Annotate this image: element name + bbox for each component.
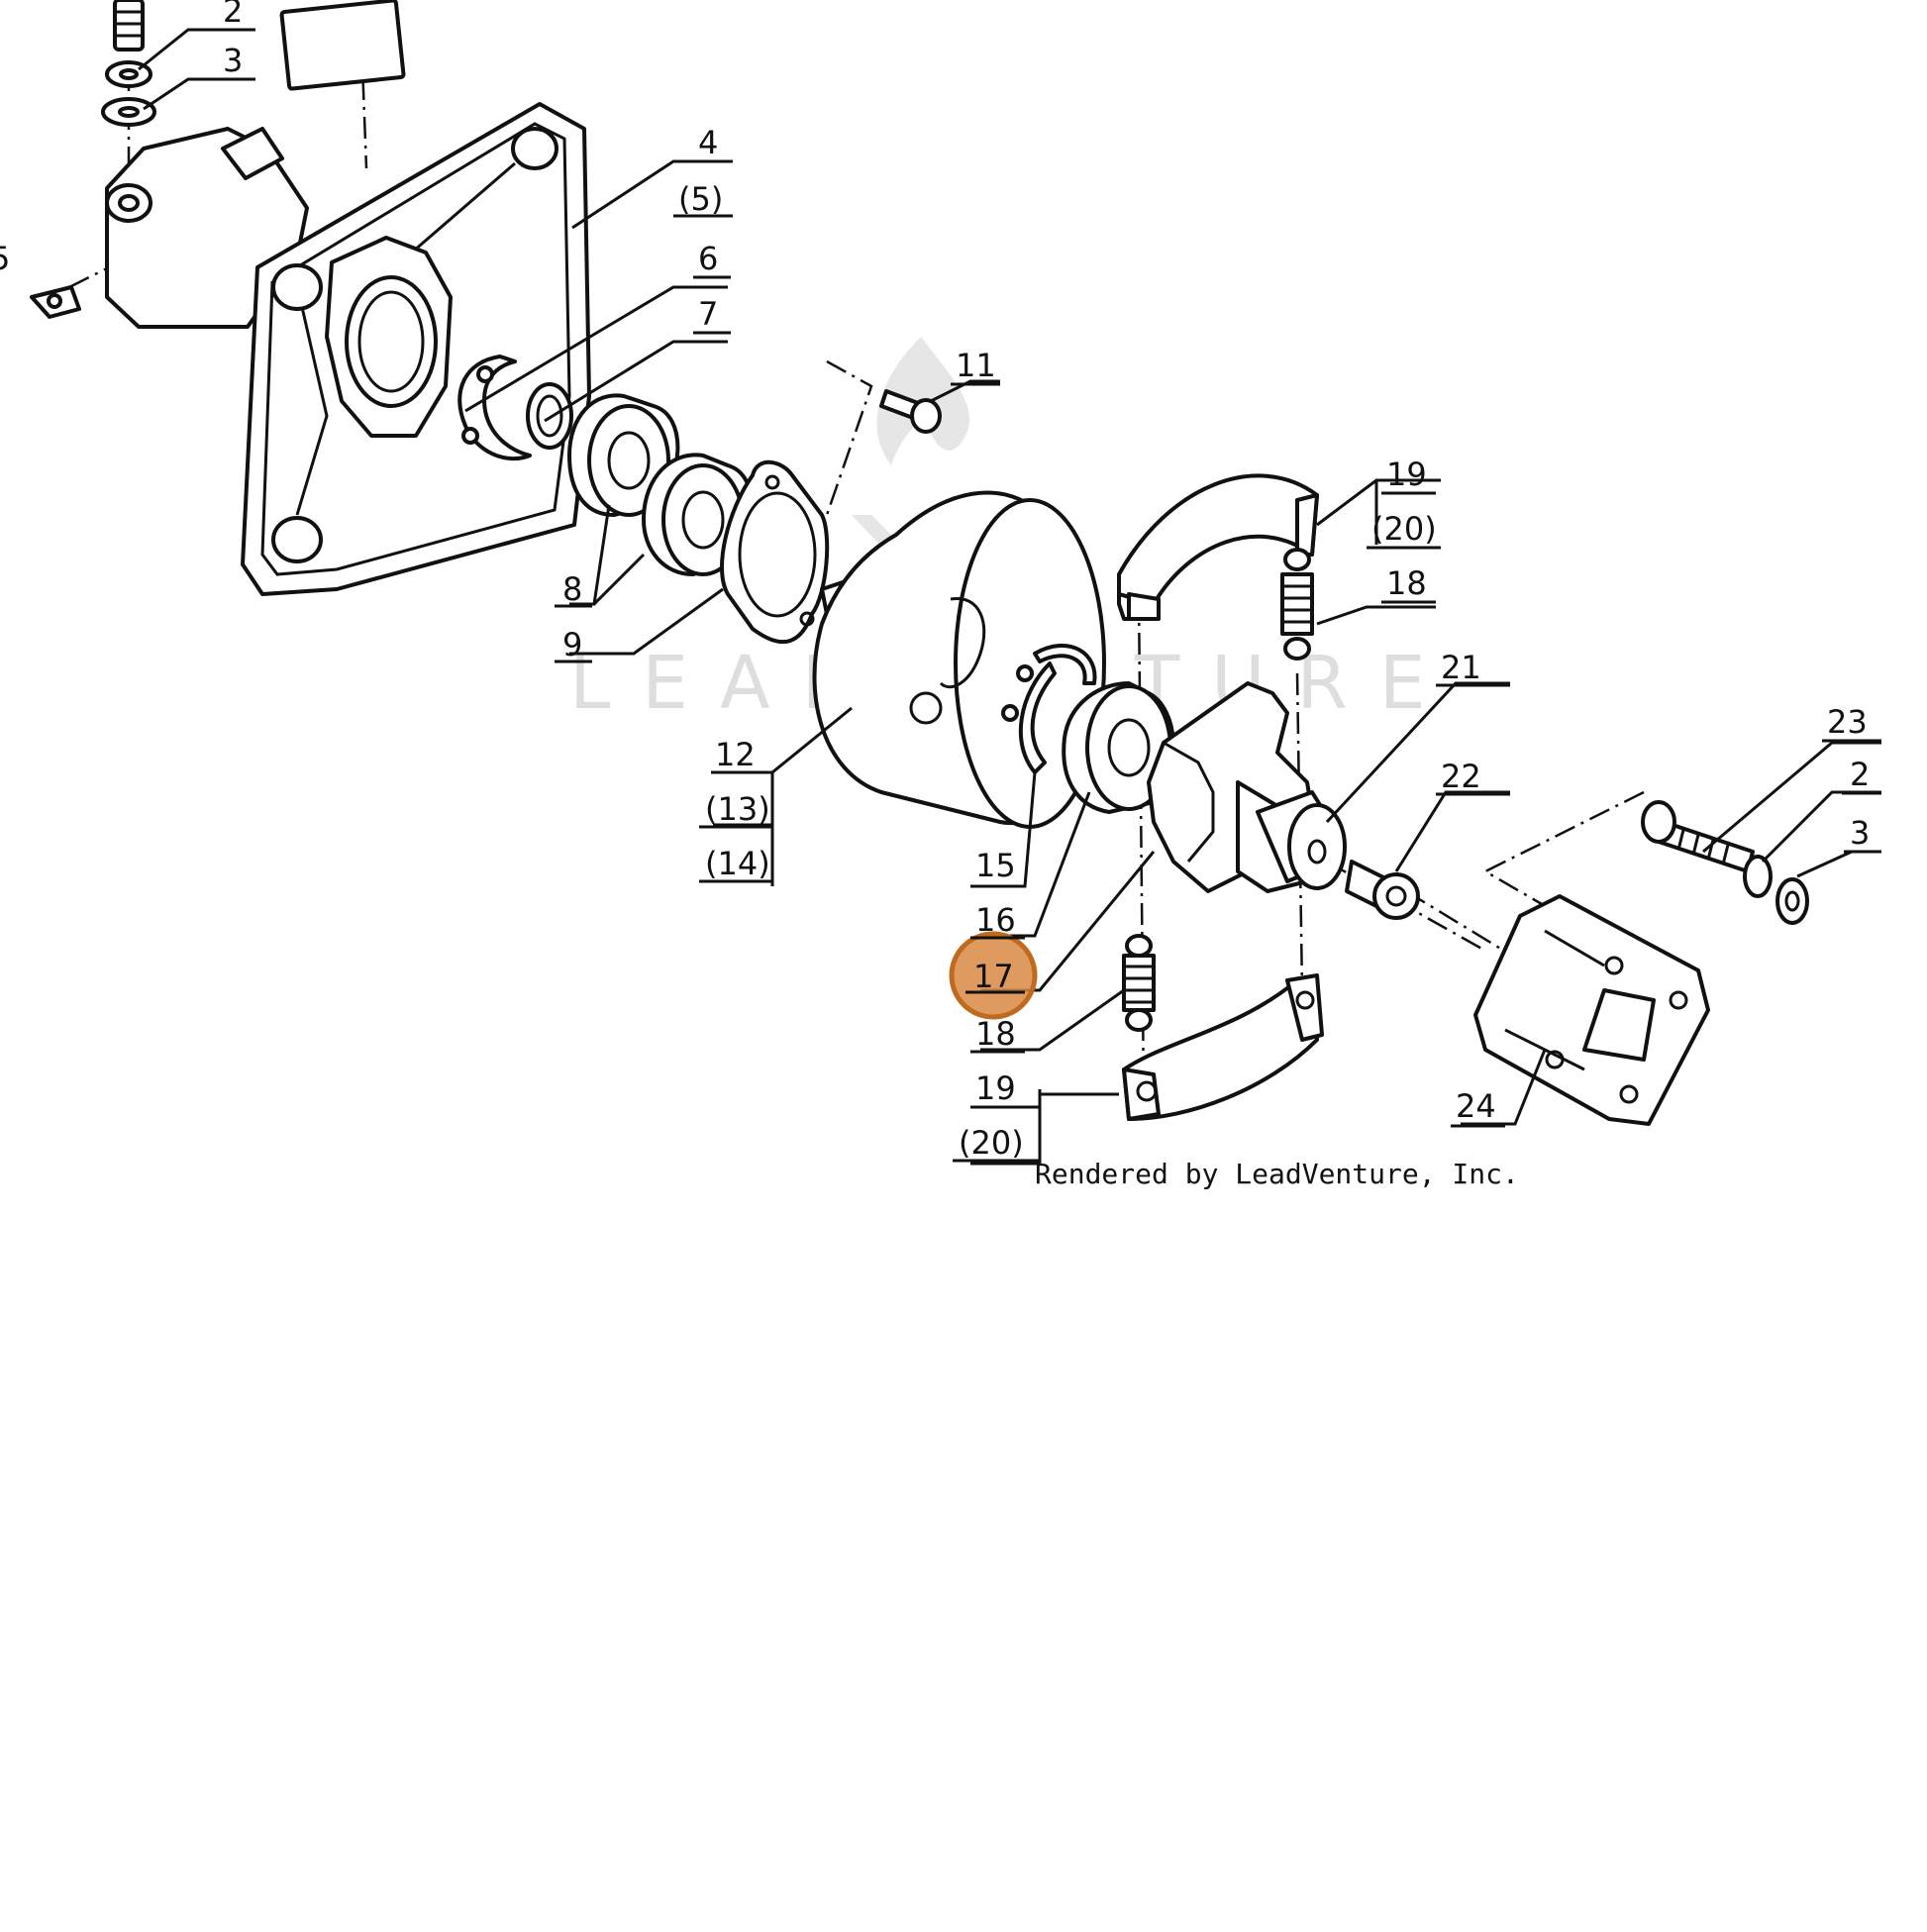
callout-21[interactable]: 21 bbox=[1441, 649, 1481, 686]
spring-18-lower bbox=[1122, 934, 1156, 1032]
callout-13[interactable]: (13) bbox=[705, 790, 770, 828]
shaft-21 bbox=[1256, 790, 1347, 890]
screw-11 bbox=[879, 389, 942, 434]
callout-2b[interactable]: 2 bbox=[1850, 756, 1870, 793]
callout-11[interactable]: 11 bbox=[956, 347, 996, 384]
gasket-9 bbox=[720, 459, 830, 645]
callout-20-lower[interactable]: (20) bbox=[959, 1124, 1024, 1162]
spring-washer-2-right bbox=[1743, 855, 1773, 898]
clutch-shoe-lower bbox=[1122, 973, 1324, 1121]
callout-16[interactable]: 16 bbox=[975, 901, 1016, 939]
callout-18-lower[interactable]: 18 bbox=[975, 1015, 1016, 1053]
washer-3-right bbox=[1775, 877, 1809, 925]
callout-6[interactable]: 6 bbox=[698, 240, 718, 277]
screw-22 bbox=[1345, 860, 1420, 920]
label-plate bbox=[279, 0, 406, 91]
callout-9[interactable]: 9 bbox=[562, 626, 582, 663]
callout-17[interactable]: 17 bbox=[973, 958, 1014, 995]
callout-8[interactable]: 8 bbox=[562, 570, 582, 608]
highlight-marker-17[interactable] bbox=[949, 931, 1038, 1020]
callout-14[interactable]: (14) bbox=[705, 845, 770, 882]
spring-18-upper bbox=[1280, 548, 1314, 661]
clutch-drum-12 bbox=[812, 490, 1106, 829]
callout-24[interactable]: 24 bbox=[1456, 1087, 1496, 1125]
callout-22[interactable]: 22 bbox=[1441, 758, 1481, 795]
callout-19-upper[interactable]: 19 bbox=[1386, 456, 1427, 493]
callout-19-lower[interactable]: 19 bbox=[975, 1069, 1016, 1107]
callout-3a[interactable]: 3 bbox=[223, 42, 243, 79]
callout-7[interactable]: 7 bbox=[698, 295, 718, 333]
plate-24 bbox=[1473, 894, 1710, 1126]
callout-5-edge[interactable]: 5 bbox=[0, 240, 10, 277]
snap-ring-15 bbox=[1018, 661, 1057, 774]
callout-3b[interactable]: 3 bbox=[1850, 814, 1870, 852]
callout-23[interactable]: 23 bbox=[1827, 703, 1868, 741]
callout-18-upper[interactable]: 18 bbox=[1386, 564, 1427, 602]
callout-4[interactable]: 4 bbox=[698, 124, 718, 161]
bolt-23 bbox=[1641, 800, 1809, 925]
callout-2a[interactable]: 2 bbox=[223, 0, 243, 30]
callout-20-upper[interactable]: (20) bbox=[1371, 510, 1437, 548]
callout-12[interactable]: 12 bbox=[715, 736, 756, 773]
snap-ring-6-7 bbox=[457, 355, 573, 461]
clutch-housing bbox=[105, 102, 591, 596]
callout-labels: 2 3 4 (5) 5 6 7 8 9 11 12 (13) (14) 15 1… bbox=[0, 0, 1881, 1163]
clutch-shoe-upper bbox=[1117, 473, 1319, 621]
rendered-by-credit: Rendered by LeadVenture, Inc. bbox=[1035, 1158, 1519, 1190]
top-bolt bbox=[101, 0, 156, 127]
callout-15[interactable]: 15 bbox=[975, 847, 1016, 884]
callout-5-paren[interactable]: (5) bbox=[678, 180, 723, 218]
